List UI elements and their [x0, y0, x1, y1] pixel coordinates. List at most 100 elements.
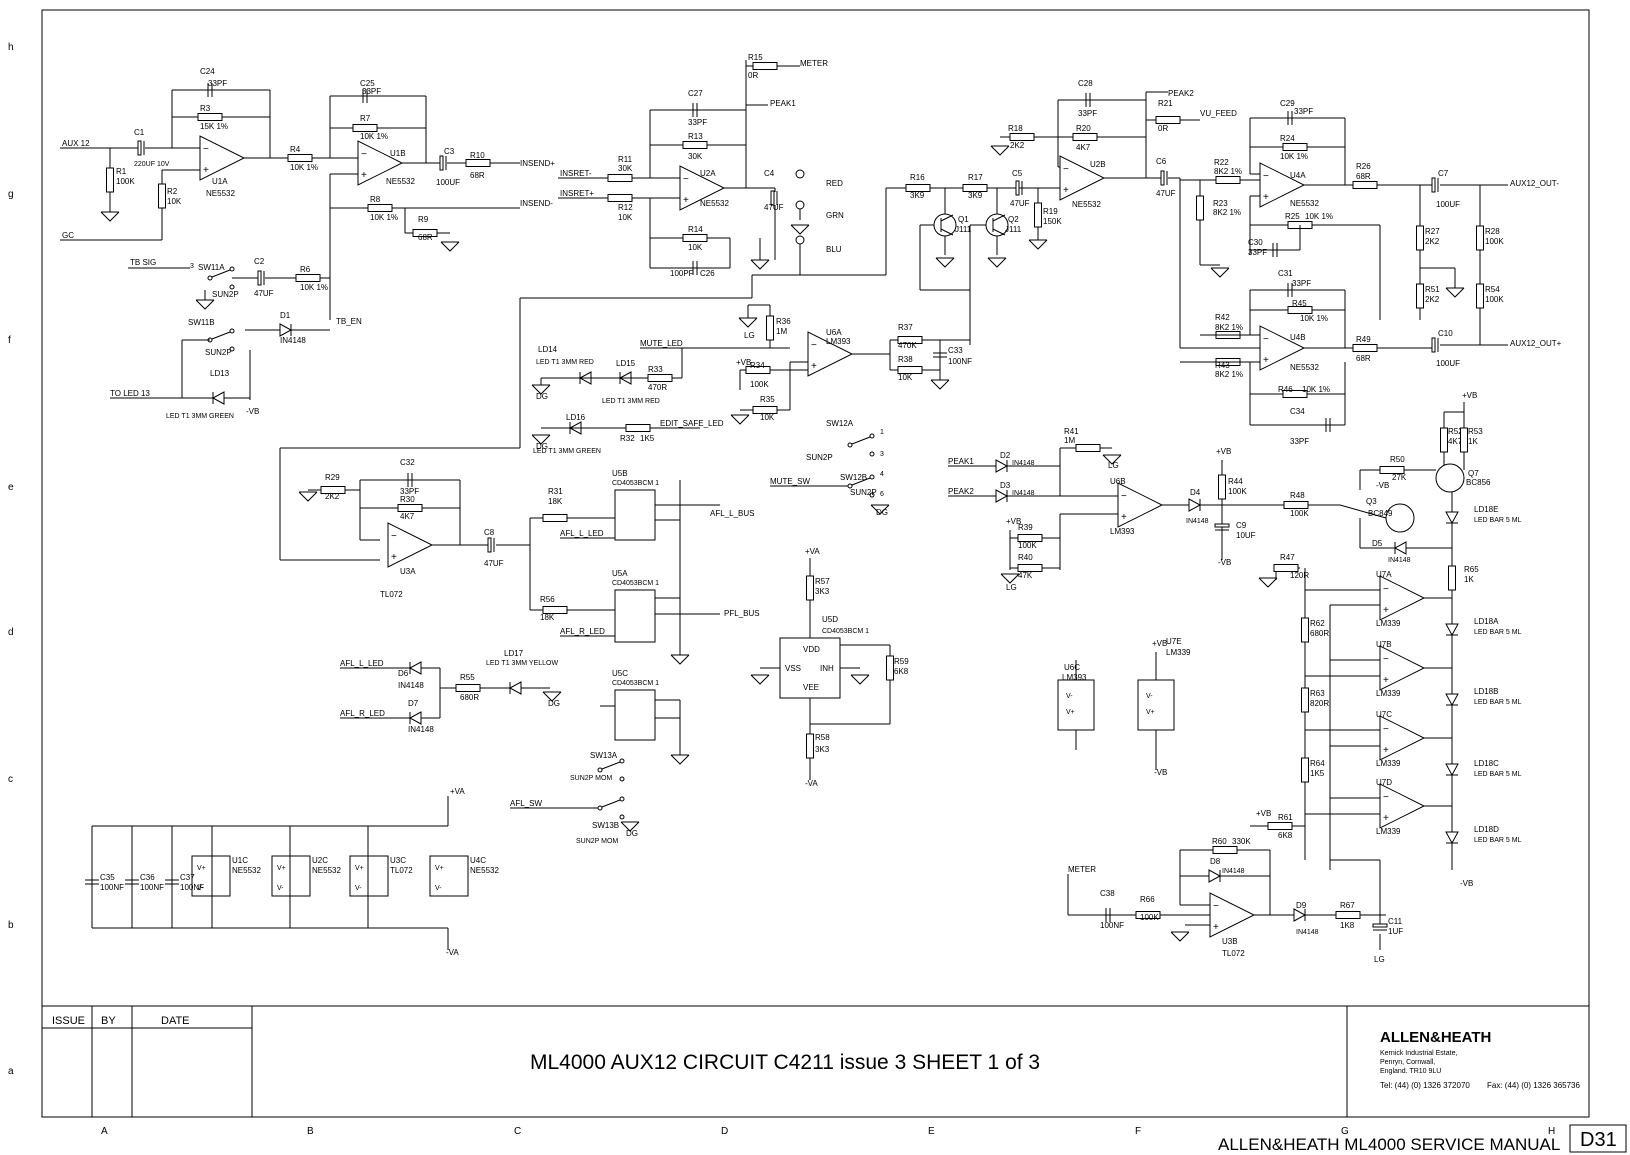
- svg-text:1UF: 1UF: [1388, 927, 1403, 936]
- drawing-title: ML4000 AUX12 CIRCUIT C4211 issue 3 SHEET…: [530, 1051, 1040, 1074]
- telephone: Tel: (44) (0) 1326 372070: [1380, 1081, 1470, 1090]
- svg-text:R16: R16: [910, 173, 925, 182]
- svg-text:U1C: U1C: [232, 856, 248, 865]
- svg-text:2K2: 2K2: [1010, 141, 1025, 150]
- svg-text:BC856: BC856: [1466, 478, 1491, 487]
- svg-text:R32: R32: [620, 434, 635, 443]
- svg-text:10K 1%: 10K 1%: [1305, 212, 1333, 221]
- svg-text:2K2: 2K2: [1425, 237, 1440, 246]
- svg-text:LD13: LD13: [210, 369, 230, 378]
- svg-text:10K 1%: 10K 1%: [300, 283, 328, 292]
- svg-text:U2B: U2B: [1090, 160, 1106, 169]
- svg-text:R18: R18: [1008, 124, 1023, 133]
- svg-text:Q2: Q2: [1008, 215, 1019, 224]
- svg-text:SW13A: SW13A: [590, 751, 618, 760]
- svg-text:V-: V-: [1066, 693, 1073, 700]
- svg-text:1K8: 1K8: [1340, 921, 1355, 930]
- svg-text:R54: R54: [1485, 285, 1500, 294]
- svg-text:U3B: U3B: [1222, 937, 1238, 946]
- svg-text:R6: R6: [300, 265, 311, 274]
- svg-text:DG: DG: [626, 829, 638, 838]
- svg-text:MUTE_SW: MUTE_SW: [770, 477, 810, 486]
- svg-text:R20: R20: [1076, 124, 1091, 133]
- svg-text:1M: 1M: [1064, 436, 1075, 445]
- svg-text:TL072: TL072: [1222, 949, 1245, 958]
- svg-text:IN4148: IN4148: [1012, 460, 1035, 467]
- svg-text:10K: 10K: [760, 413, 775, 422]
- svg-text:R60: R60: [1212, 837, 1227, 846]
- svg-text:LD18D: LD18D: [1474, 825, 1499, 834]
- svg-text:C25: C25: [360, 79, 375, 88]
- svg-text:-VA: -VA: [446, 948, 459, 957]
- svg-text:R4: R4: [290, 145, 301, 154]
- svg-text:33PF: 33PF: [208, 79, 227, 88]
- svg-text:GRN: GRN: [826, 211, 844, 220]
- svg-text:D5: D5: [1372, 539, 1383, 548]
- svg-text:4: 4: [880, 471, 884, 478]
- svg-text:METER: METER: [800, 59, 828, 68]
- svg-text:AFL_L_BUS: AFL_L_BUS: [710, 509, 754, 518]
- svg-text:R11: R11: [618, 155, 633, 164]
- u5d-supply: +VA R57 3K3 U5D CD4053BCM 1 VDD VSS INH …: [750, 547, 909, 788]
- svg-text:68R: 68R: [1356, 354, 1371, 363]
- svg-text:NE5532: NE5532: [1290, 363, 1319, 372]
- svg-text:100UF: 100UF: [1436, 359, 1460, 368]
- svg-text:1K: 1K: [1468, 437, 1478, 446]
- svg-text:47UF: 47UF: [254, 289, 274, 298]
- svg-text:33PF: 33PF: [1078, 109, 1097, 118]
- svg-text:33PF: 33PF: [1248, 248, 1267, 257]
- svg-text:100NF: 100NF: [140, 883, 164, 892]
- svg-text:68R: 68R: [470, 171, 485, 180]
- svg-text:R28: R28: [1485, 227, 1500, 236]
- svg-text:R27: R27: [1425, 227, 1440, 236]
- svg-text:100NF: 100NF: [1100, 921, 1124, 930]
- svg-text:4K7: 4K7: [400, 512, 415, 521]
- svg-text:NE5532: NE5532: [206, 189, 235, 198]
- svg-text:R21: R21: [1158, 99, 1173, 108]
- svg-text:U4B: U4B: [1290, 333, 1306, 342]
- svg-text:D9: D9: [1296, 901, 1307, 910]
- svg-text:e: e: [8, 482, 14, 493]
- svg-text:U5D: U5D: [822, 615, 838, 624]
- svg-text:68R: 68R: [418, 233, 433, 242]
- svg-text:R34: R34: [750, 361, 765, 370]
- svg-text:3K9: 3K9: [968, 191, 983, 200]
- svg-text:INSEND+: INSEND+: [520, 159, 555, 168]
- svg-text:47K: 47K: [1018, 571, 1033, 580]
- svg-text:R30: R30: [400, 495, 415, 504]
- svg-text:C6: C6: [1156, 157, 1167, 166]
- svg-text:R45: R45: [1292, 299, 1307, 308]
- svg-text:LM339: LM339: [1376, 689, 1401, 698]
- page-number: D31: [1580, 1129, 1617, 1151]
- svg-text:D8: D8: [1210, 857, 1221, 866]
- svg-text:C35: C35: [100, 873, 115, 882]
- svg-text:R58: R58: [815, 733, 830, 742]
- svg-text:U4C: U4C: [470, 856, 486, 865]
- svg-text:1M: 1M: [776, 327, 787, 336]
- svg-text:R57: R57: [815, 577, 830, 586]
- svg-text:R12: R12: [618, 203, 633, 212]
- svg-text:100K: 100K: [1485, 295, 1504, 304]
- svg-text:R59: R59: [894, 657, 909, 666]
- svg-text:100K: 100K: [1140, 913, 1159, 922]
- svg-text:V-: V-: [435, 885, 442, 892]
- svg-text:4K7: 4K7: [1076, 143, 1091, 152]
- svg-text:NE5532: NE5532: [232, 866, 261, 875]
- svg-text:-VB: -VB: [1460, 879, 1473, 888]
- u5a-switch: [614, 589, 656, 643]
- svg-text:10K: 10K: [167, 197, 182, 206]
- svg-text:LM393: LM393: [1110, 527, 1135, 536]
- svg-text:RED: RED: [826, 179, 843, 188]
- svg-text:NE5532: NE5532: [312, 866, 341, 875]
- svg-text:NE5532: NE5532: [386, 177, 415, 186]
- svg-text:R14: R14: [688, 225, 703, 234]
- svg-text:3K9: 3K9: [910, 191, 925, 200]
- svg-text:R26: R26: [1356, 162, 1371, 171]
- svg-text:AUX 12: AUX 12: [62, 139, 90, 148]
- svg-text:VDD: VDD: [803, 645, 820, 654]
- svg-text:TB_EN: TB_EN: [336, 317, 362, 326]
- svg-text:8K2 1%: 8K2 1%: [1215, 370, 1243, 379]
- address-line-2: Penryn, Cornwall,: [1380, 1059, 1435, 1066]
- svg-text:V+: V+: [1066, 709, 1075, 716]
- svg-text:R40: R40: [1018, 553, 1033, 562]
